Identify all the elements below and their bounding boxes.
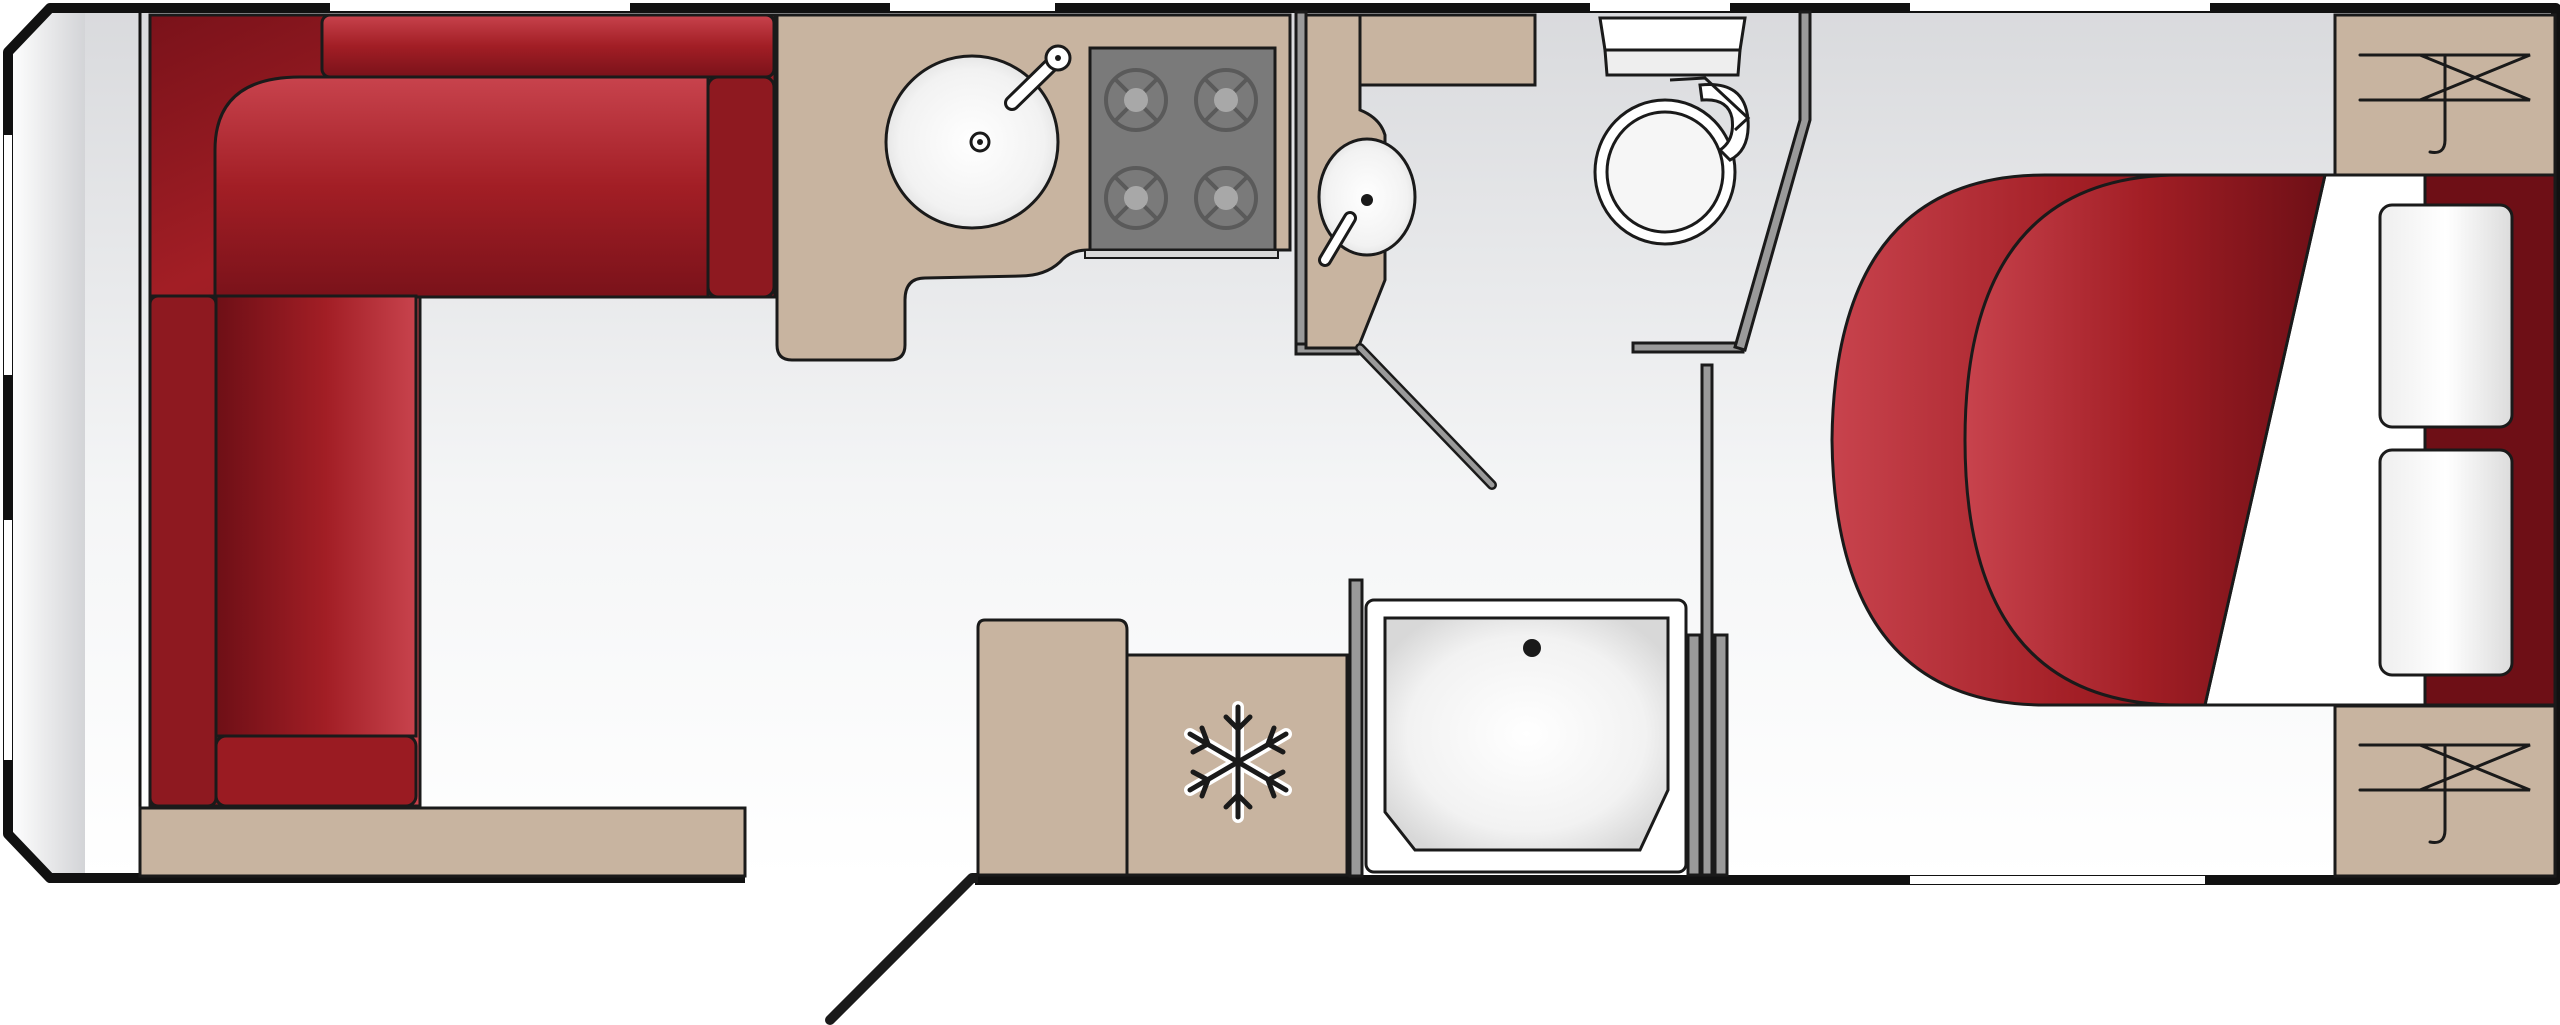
fridge (1125, 653, 1349, 877)
window-top-1 (330, 3, 630, 11)
snowflake-icon (1184, 701, 1292, 823)
wardrobe-top (2333, 13, 2557, 177)
window-top-4 (1910, 3, 2210, 11)
hob-burner-2 (1194, 68, 1258, 132)
shower-tray (1348, 578, 1729, 878)
window-front-2 (4, 520, 12, 760)
window-top-3 (1590, 3, 1730, 11)
window-top-2 (890, 3, 1055, 11)
sofa-backrest-left (148, 294, 218, 808)
kitchen-sink (884, 44, 1072, 230)
fixed-double-bed (1830, 173, 2557, 707)
bed-throw-inner (1963, 173, 2327, 707)
washroom-basin (1317, 137, 1417, 267)
sofa-cushion-bottom (214, 734, 418, 808)
coat-hanger-icon (2358, 743, 2531, 844)
sofa-seat-left (214, 294, 418, 738)
windows (4, 3, 2210, 884)
window-front-1 (4, 135, 12, 375)
hob-burner-3 (1104, 166, 1168, 230)
front-bottom-counter (138, 806, 747, 878)
hob-burner-1 (1104, 68, 1168, 132)
entrance-door (825, 873, 977, 1025)
wardrobe-bottom (2333, 704, 2557, 878)
toilet (1593, 16, 1751, 246)
window-bottom-1 (1910, 876, 2205, 884)
hob-burner-4 (1194, 166, 1258, 230)
bed-pillows (2378, 203, 2514, 429)
washroom-cabinet-top (1358, 13, 1537, 87)
front-nose-panel (10, 12, 85, 878)
bedroom-partition (1700, 363, 1714, 877)
bed-pillows (2378, 448, 2514, 677)
side-counter (976, 618, 1129, 877)
front-lounge-u-sofa (148, 13, 777, 808)
coat-hanger-icon (2358, 53, 2531, 154)
sofa-backrest-top (320, 13, 776, 79)
sofa-backrest-right (706, 75, 776, 299)
sofa-seat-top (213, 75, 710, 299)
gas-hob (1084, 46, 1279, 259)
